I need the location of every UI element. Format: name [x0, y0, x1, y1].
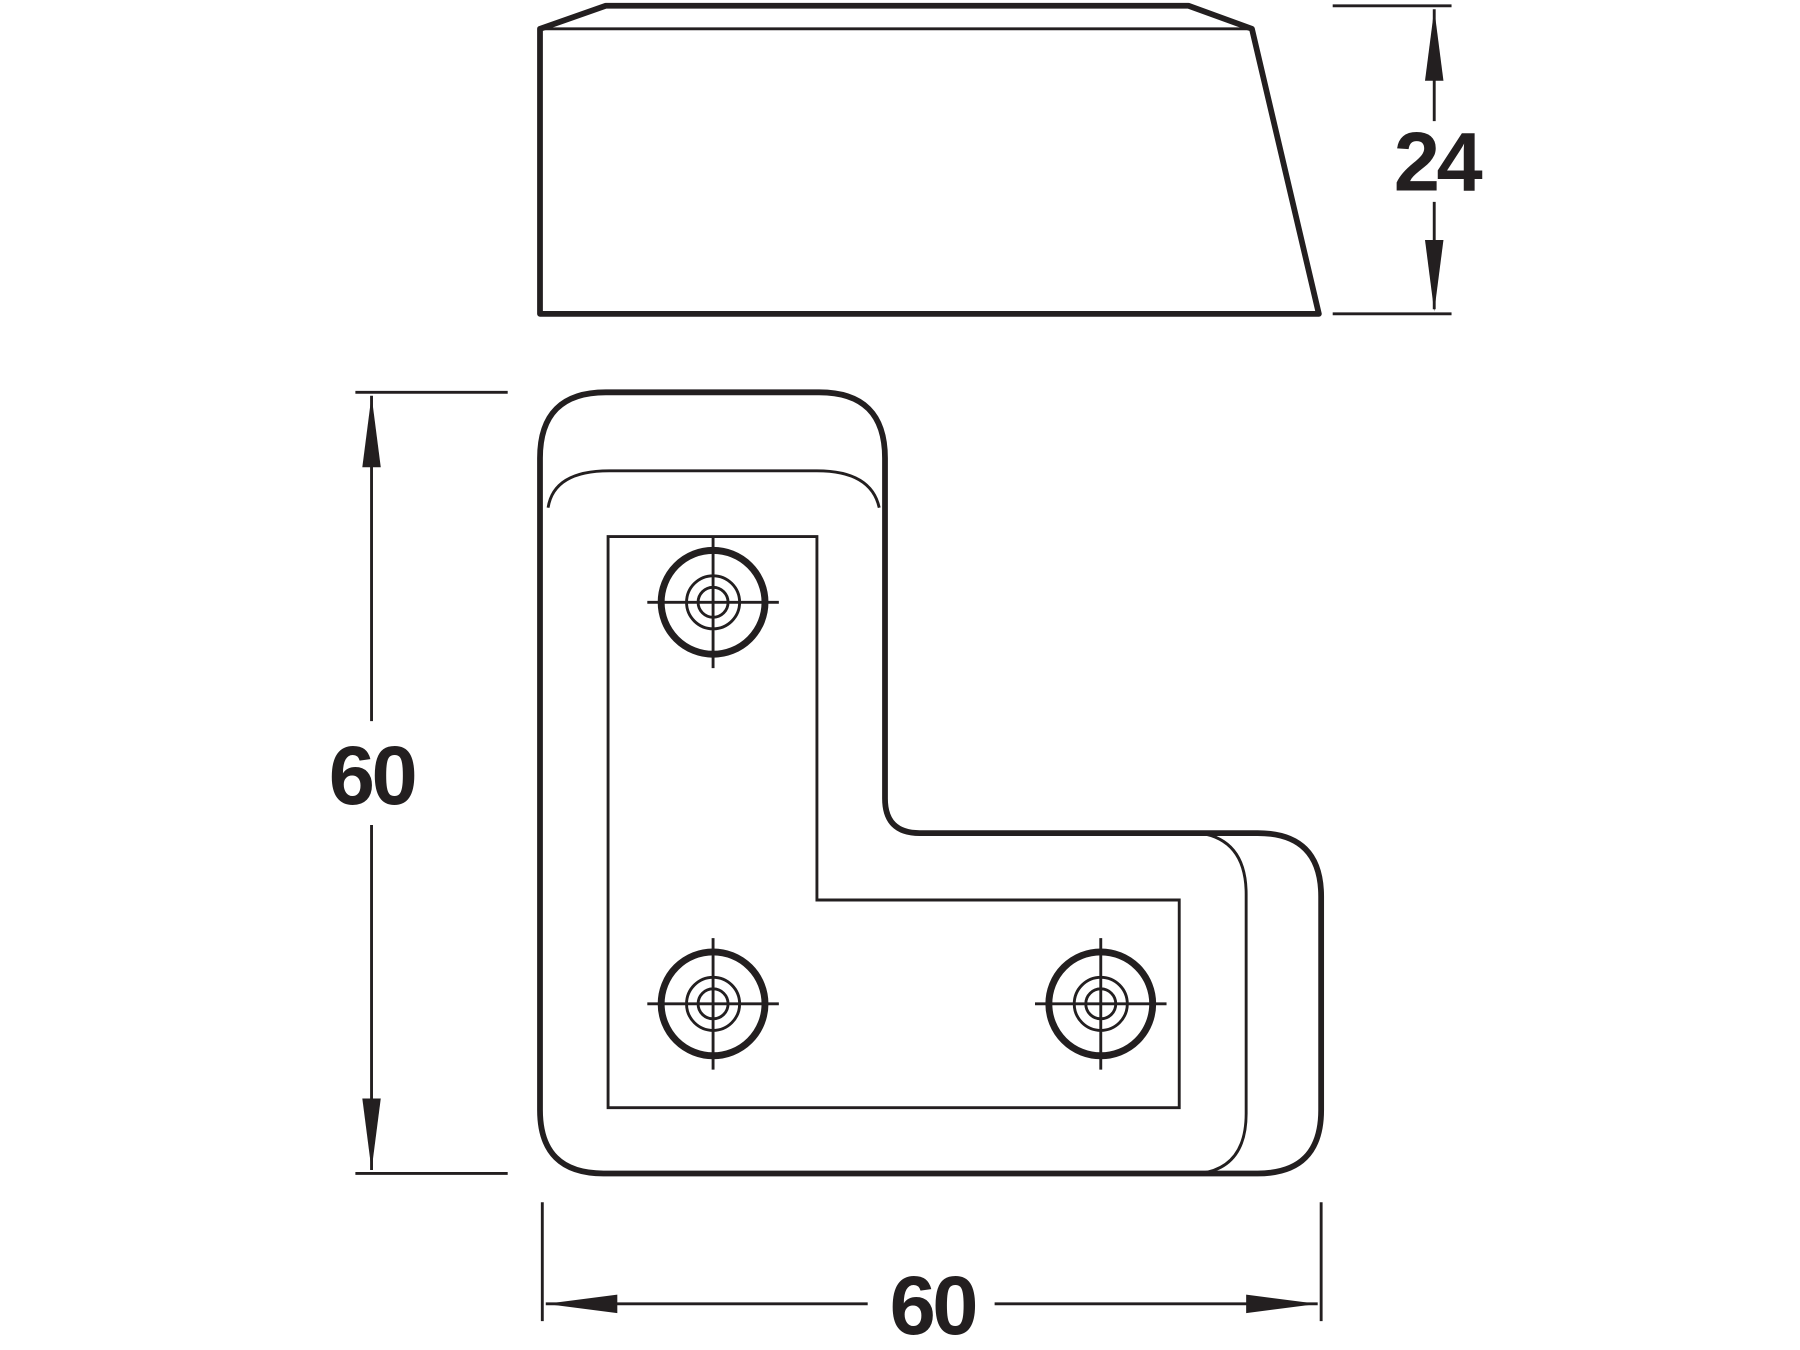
top-step-edge [546, 469, 881, 509]
plan-view-outline [537, 389, 1325, 1177]
arrow-right-icon [1246, 1294, 1318, 1314]
mounting-plate-outline [606, 535, 1181, 1110]
depth-label: 60 [329, 729, 415, 822]
screw-hole [647, 938, 779, 1070]
width-dimension: 60 [540, 1202, 1323, 1350]
depth-dimension: 60 [329, 390, 508, 1175]
arrow-left-icon [545, 1294, 618, 1314]
arrow-up-icon [362, 395, 381, 468]
screw-hole [647, 536, 779, 669]
plan-view [537, 389, 1325, 1177]
arrow-down-icon [1425, 240, 1444, 312]
right-step-edge [1199, 831, 1248, 1175]
side-view-outline [537, 2, 1322, 317]
arrow-down-icon [362, 1098, 381, 1170]
arrow-up-icon [1425, 9, 1444, 81]
side-view [537, 2, 1322, 317]
screw-hole [1035, 938, 1167, 1070]
height-label: 24 [1394, 115, 1483, 208]
height-dimension: 24 [1332, 4, 1486, 316]
width-label: 60 [890, 1259, 976, 1350]
